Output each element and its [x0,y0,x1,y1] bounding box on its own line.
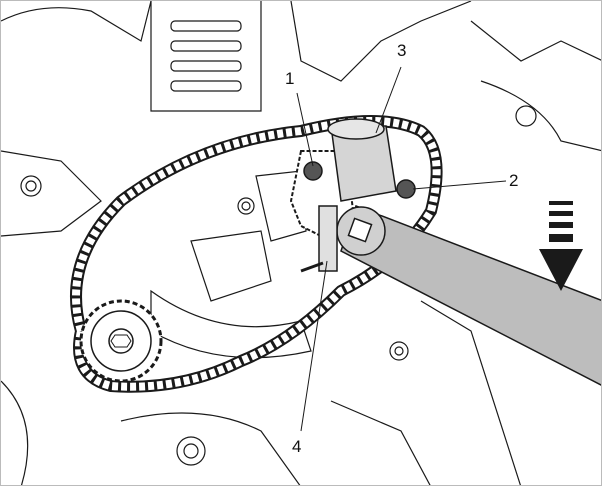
callout-1: 1 [285,69,295,88]
leader-lines [296,66,507,432]
callout-4: 4 [292,437,302,456]
crankshaft-sprocket [79,299,163,383]
callout-2: 2 [509,171,519,190]
callout-3: 3 [397,41,407,60]
arrow-down-icon [539,201,583,291]
wrench-tool [300,118,601,386]
